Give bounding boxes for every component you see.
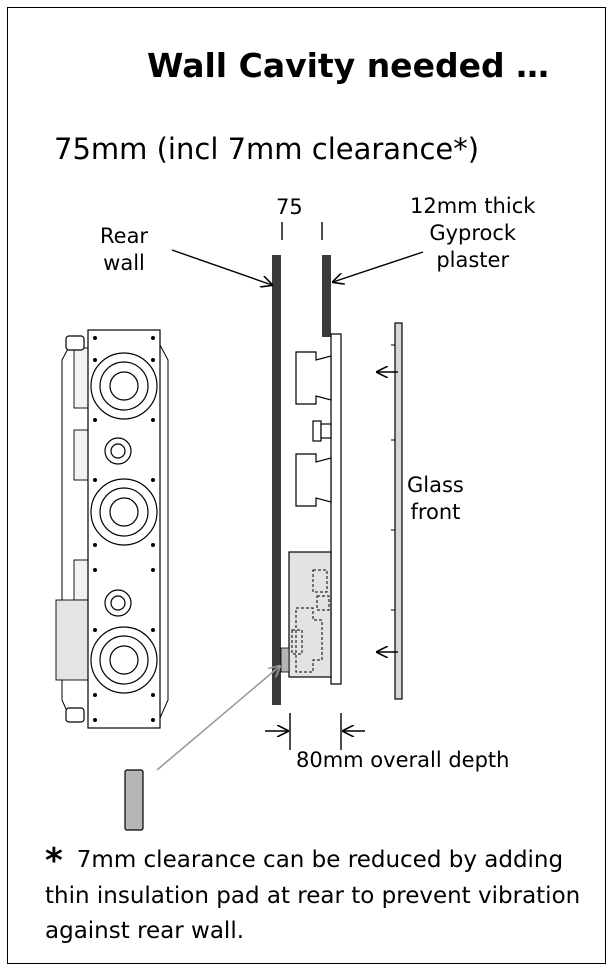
gyprock-label: 12mm thick Gyprock plaster [410,193,535,274]
gap-75-label: 75 [276,195,303,219]
glass-line-2: front [410,500,461,524]
gyprock-line-2: Gyprock [429,221,517,245]
overall-depth-dimension [265,713,365,750]
rear-wall-line-1: Rear [100,224,149,248]
gyprock-line-1: 12mm thick [410,194,536,218]
asterisk-mark: * [45,841,63,881]
glass-line-1: Glass [407,473,464,497]
gyprock-leader [333,251,424,282]
rear-wall-leader [171,249,272,285]
rear-wall-line-2: wall [103,251,145,275]
gyprock-panel [322,255,331,337]
overall-depth-label: 80mm overall depth [296,748,510,772]
footnote-text: 7mm clearance can be reduced by adding t… [45,847,581,944]
speaker-side-view [280,333,342,685]
speaker-front-view [55,329,169,729]
gyprock-line-3: plaster [436,248,510,272]
gap-75-ticks [281,222,323,240]
glass-front-panel [394,322,403,700]
diagram-title: Wall Cavity needed … [147,46,550,85]
glass-mount-ticks [391,344,395,611]
rear-wall-panel [272,255,281,705]
insulation-pad-sample [124,769,144,831]
footnote: *7mm clearance can be reduced by adding … [45,843,605,949]
glass-front-label: Glass front [407,472,464,526]
diagram-subtitle: 75mm (incl 7mm clearance*) [54,132,480,166]
pad-pointer-arrow [156,666,280,771]
rear-wall-label: Rear wall [100,223,148,277]
